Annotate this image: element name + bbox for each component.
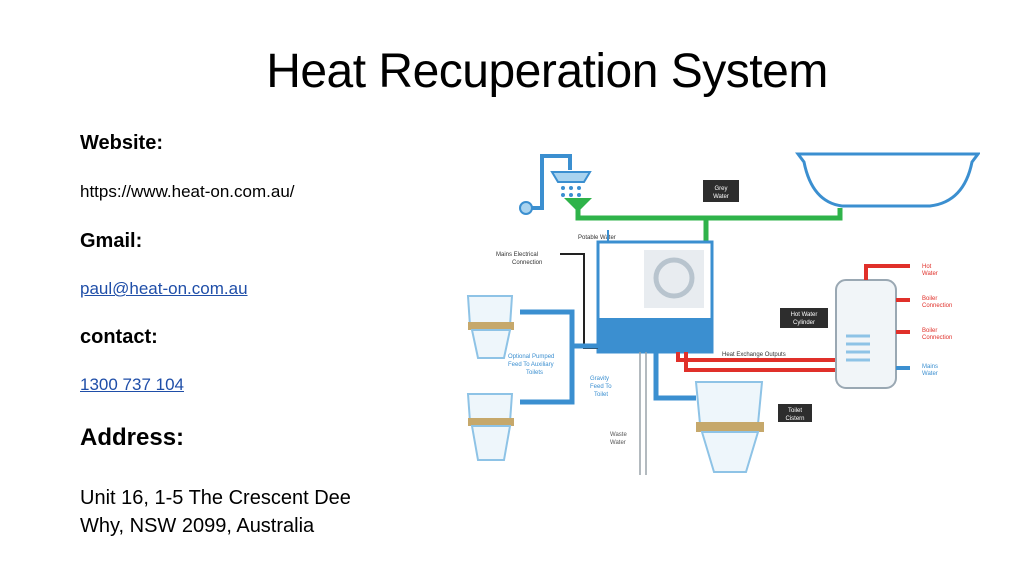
grey-water-pipe <box>575 202 843 221</box>
cylinder-coil <box>846 334 870 362</box>
website-label: Website: <box>80 132 163 154</box>
toilet-cistern-label-2: Cistern <box>785 416 804 422</box>
hot-water-cylinder-label-2: Cylinder <box>793 320 815 326</box>
shower-valve-icon <box>519 201 533 215</box>
gravity-feed-label-2: Feed To <box>590 384 612 390</box>
toilet-cistern-label-box <box>778 404 812 422</box>
heat-exchange-label: Heat Exchange Outputs <box>722 352 786 358</box>
mains-electrical-label-1: Mains Electrical <box>496 252 538 258</box>
mains-water-label-1: Mains <box>922 364 938 370</box>
boiler-2-label-1: Boiler <box>922 328 937 334</box>
hot-water-label-1: Hot <box>922 264 932 270</box>
mains-water-label-2: Water <box>922 371 938 377</box>
optional-feed-label-3: Toilets <box>526 370 543 376</box>
gravity-feed-pipe <box>653 352 696 401</box>
potable-water-label: Potable Water <box>578 235 616 241</box>
address-label: Address: <box>80 424 185 451</box>
hot-water-cylinder <box>835 279 897 389</box>
drain-funnel-icon <box>564 198 592 210</box>
toilet-lower-icon <box>466 393 514 461</box>
address-text: Unit 16, 1-5 The Crescent Dee Why, NSW 2… <box>80 484 420 540</box>
grey-water-label-2: Water <box>713 194 729 200</box>
grey-water-label-box <box>703 180 739 202</box>
page-title: Heat Recuperation System <box>266 45 828 98</box>
unit-logo-icon <box>653 257 695 299</box>
toilet-upper-icon <box>466 295 514 359</box>
contact-label: contact: <box>80 326 158 348</box>
phone-link[interactable]: 1300 737 104 <box>80 375 184 394</box>
waste-water-pipe <box>639 352 647 475</box>
gmail-label: Gmail: <box>80 230 143 252</box>
boiler-1-label-2: Connection <box>922 303 952 309</box>
auxiliary-toilet-pipe <box>520 309 575 405</box>
shower-droplets <box>561 186 581 197</box>
toilet-cistern-icon <box>694 381 764 473</box>
hot-water-cylinder-label-1: Hot Water <box>791 312 818 318</box>
heat-recuperation-diagram: Grey Water Potable Water Mains Electrica… <box>466 152 980 475</box>
website-url: https://www.heat-on.com.au/ <box>80 182 295 201</box>
gravity-feed-label-1: Gravity <box>590 376 609 382</box>
optional-feed-label-2: Feed To Auxiliary <box>508 362 554 368</box>
shower-head-icon <box>550 171 592 183</box>
grey-water-label-1: Grey <box>714 186 727 192</box>
waste-water-label-2: Water <box>610 440 626 446</box>
hot-water-pipe <box>864 264 910 280</box>
gravity-feed-label-3: Toilet <box>594 392 608 398</box>
email-link[interactable]: paul@heat-on.com.au <box>80 279 248 298</box>
boiler-1-label-1: Boiler <box>922 296 937 302</box>
hot-water-label-2: Water <box>922 271 938 277</box>
hot-water-cylinder-label-box <box>780 308 828 328</box>
shower-pipe <box>525 154 572 210</box>
heat-recovery-unit-base <box>598 318 712 352</box>
mains-electrical-label-2: Connection <box>512 260 542 266</box>
toilet-cistern-label-1: Toilet <box>788 408 802 414</box>
boiler-2-label-2: Connection <box>922 335 952 341</box>
bath-icon <box>795 152 980 208</box>
optional-feed-label-1: Optional Pumped <box>508 354 554 360</box>
waste-water-label-1: Waste <box>610 432 627 438</box>
address-line-1: Unit 16, 1-5 The Crescent Dee <box>80 487 351 509</box>
address-line-2: Why, NSW 2099, Australia <box>80 515 315 537</box>
mains-electrical-wire <box>560 253 598 349</box>
